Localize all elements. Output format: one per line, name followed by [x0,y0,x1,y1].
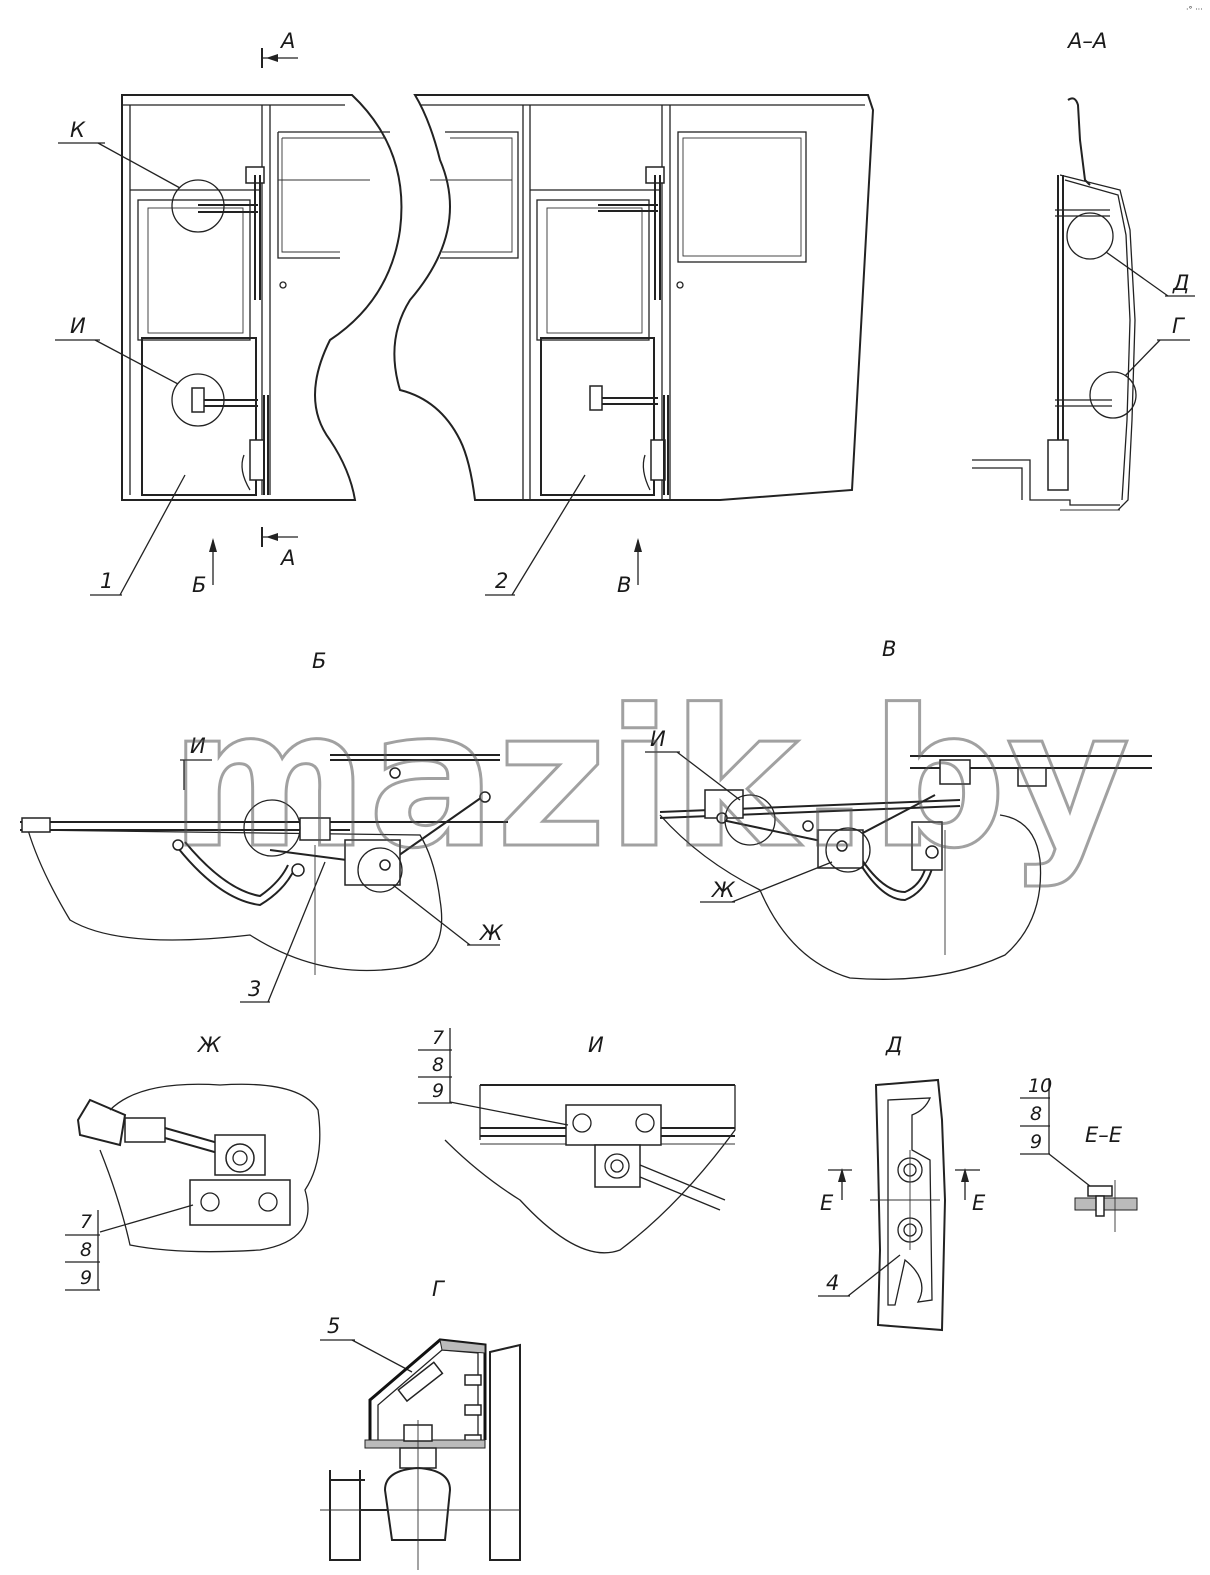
section-arrowhead [266,54,278,62]
leader-b-zh [392,884,471,946]
callout-label-d: Д [1172,271,1189,295]
callout-circle-k [171,179,225,233]
svg-text:9: 9 [432,1080,444,1102]
leader-i-stack [449,1101,569,1126]
callout-label-i: И [70,314,86,338]
view-v-title: В [882,637,896,661]
view-b-label-i: И [190,734,206,758]
detail-i-title: И [588,1033,604,1057]
view-b: Б И Ж 3 [20,649,508,1003]
view-arrow-label-b: Б [192,573,206,597]
view-arrow-v-head [634,538,642,552]
view-v-label-i: И [650,727,666,751]
detail-d: Д Е Е 4 [818,1033,986,1332]
leader-d [1105,251,1169,297]
view-v: В И Ж [645,637,1152,980]
callout-circle-b-i [243,799,301,857]
leader-5 [351,1339,413,1373]
position-label-2: 2 [495,569,508,593]
corner-mark: ·° ··· [1186,5,1203,14]
position-label-3: 3 [248,977,261,1001]
leader-2 [511,474,586,596]
svg-text:8: 8 [432,1054,444,1076]
leader-v-zh [731,861,833,903]
view-arrow-b-head [209,538,217,552]
pos-stack-zh: 7 8 9 [65,1210,100,1291]
callout-label-k: К [70,118,86,142]
view-b-title: Б [312,649,326,673]
leader-4 [847,1254,901,1297]
leader-k [97,142,181,189]
svg-text:9: 9 [1030,1131,1042,1153]
section-label-a-top: А [279,29,295,53]
callout-circle-i [171,373,225,427]
callout-circle-b-zh [357,847,403,893]
pos-stack-ee: 10 8 9 [1020,1075,1052,1155]
section-ee-title: Е–Е [1085,1123,1123,1147]
detail-g-title: Г [432,1277,446,1301]
callout-circle-g [1089,371,1137,419]
svg-text:10: 10 [1028,1075,1052,1097]
watermark: mazik.by [170,669,1130,890]
leader-g [1124,339,1161,377]
position-label-4: 4 [826,1271,839,1295]
section-ee: Е–Е 10 8 9 [1020,1075,1138,1232]
section-aa-view: А–А Д Г [972,29,1195,511]
position-label-1: 1 [100,569,113,593]
leader-1 [119,474,186,596]
detail-g: Г 5 [320,1277,521,1570]
callout-circle-v-zh [825,827,871,873]
detail-zh: Ж 7 8 9 [65,1033,321,1291]
view-b-label-zh: Ж [478,921,504,945]
detail-d-title: Д [885,1033,902,1057]
callout-label-g: Г [1172,314,1186,338]
detail-zh-title: Ж [196,1033,222,1057]
position-label-5: 5 [327,1314,340,1338]
section-aa-title: А–А [1066,29,1107,53]
ee-arrow-label-right: Е [972,1191,986,1215]
leader-i [94,339,179,385]
left-cab-panel [121,94,403,501]
leader-3 [267,861,326,1003]
callout-circle-v-i [724,794,776,846]
leader-zh-stack [99,1204,194,1233]
ee-arrow-label-left: Е [820,1191,834,1215]
svg-text:9: 9 [80,1267,92,1289]
main-elevation-view: А [55,29,875,597]
callout-circle-d [1066,212,1114,260]
svg-text:7: 7 [80,1211,92,1233]
view-arrow-label-v: В [617,573,631,597]
right-cab-panel [393,94,875,501]
section-arrowhead-bottom [266,533,278,541]
section-label-a-bottom: А [279,546,295,570]
svg-text:8: 8 [80,1239,92,1261]
svg-text:8: 8 [1030,1103,1042,1125]
pos-stack-i: 7 8 9 [418,1027,452,1104]
view-v-label-zh: Ж [710,878,736,902]
detail-i: И 7 8 9 [418,1027,736,1254]
svg-text:7: 7 [432,1027,444,1049]
